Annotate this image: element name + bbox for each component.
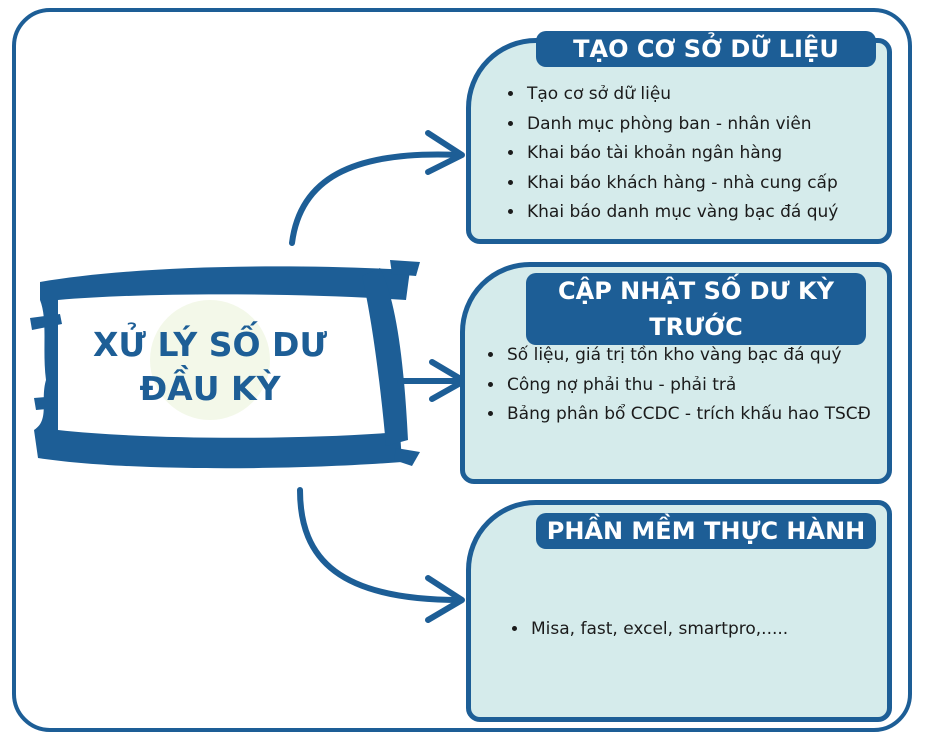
- list-item: Bảng phân bổ CCDC - trích khấu hao TSCĐ: [505, 400, 871, 430]
- list-item: Misa, fast, excel, smartpro,.....: [529, 615, 788, 645]
- arrow-head-1: [425, 130, 465, 175]
- card-1-list: Tạo cơ sở dữ liệu Danh mục phòng ban - n…: [503, 80, 838, 228]
- list-item: Khai báo danh mục vàng bạc đá quý: [525, 198, 838, 228]
- card-3-title: PHẦN MỀM THỰC HÀNH: [536, 513, 876, 549]
- list-item: Tạo cơ sở dữ liệu: [525, 80, 838, 110]
- watermark-logo: [150, 300, 270, 420]
- card-2-title: CẬP NHẬT SỐ DƯ KỲ TRƯỚC: [526, 273, 866, 345]
- arrow-to-card-1: [289, 151, 463, 246]
- central-topic-line1: XỬ LÝ SỐ DƯ: [92, 325, 328, 364]
- list-item: Danh mục phòng ban - nhân viên: [525, 110, 838, 140]
- card-3-list: Misa, fast, excel, smartpro,.....: [507, 615, 788, 645]
- list-item: Công nợ phải thu - phải trả: [505, 371, 871, 401]
- central-topic-line2: ĐẦU KỲ: [139, 369, 281, 408]
- card-tao-co-so-du-lieu: Tạo cơ sở dữ liệu Danh mục phòng ban - n…: [466, 38, 892, 244]
- arrow-head-3: [425, 575, 465, 623]
- card-2-list: Số liệu, giá trị tồn kho vàng bạc đá quý…: [483, 341, 871, 430]
- arrow-to-card-3: [297, 487, 463, 603]
- list-item: Khai báo tài khoản ngân hàng: [525, 139, 838, 169]
- list-item: Số liệu, giá trị tồn kho vàng bạc đá quý: [505, 341, 871, 371]
- central-topic: XỬ LÝ SỐ DƯ ĐẦU KỲ: [75, 323, 345, 411]
- list-item: Khai báo khách hàng - nhà cung cấp: [525, 169, 838, 199]
- card-1-title: TẠO CƠ SỞ DỮ LIỆU: [536, 31, 876, 67]
- brush-frame: [30, 260, 420, 469]
